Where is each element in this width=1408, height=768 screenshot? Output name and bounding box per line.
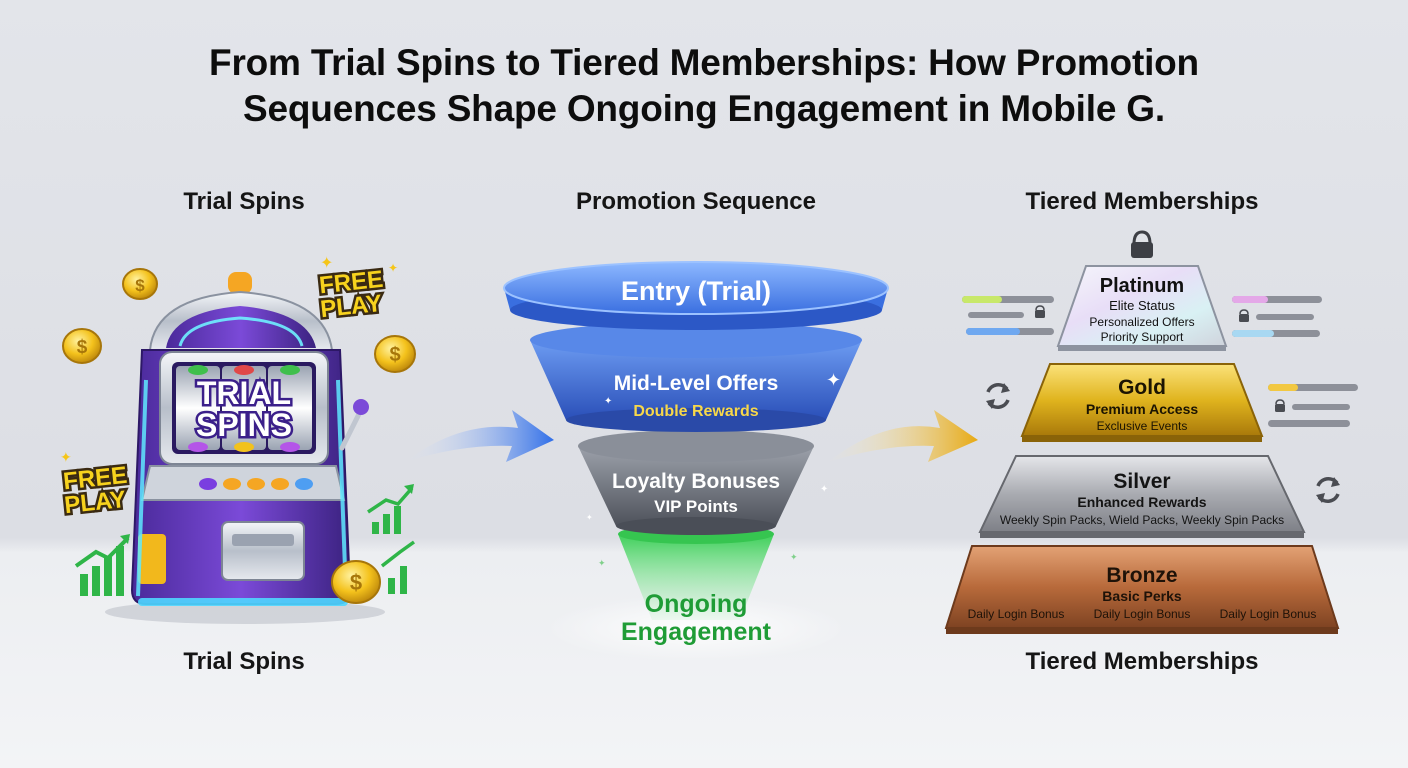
funnel-stage-mid-level xyxy=(530,340,862,420)
funnel-stage-2-sublabel: Double Rewards xyxy=(633,403,758,420)
funnel-stage-3-sublabel: VIP Points xyxy=(654,497,738,516)
svg-text:$: $ xyxy=(389,344,400,366)
coin-icon: $ xyxy=(62,328,102,364)
spin-button-3 xyxy=(247,478,265,490)
tier-silver: Silver Enhanced Rewards Weekly Spin Pack… xyxy=(978,455,1306,538)
spin-button-2 xyxy=(223,478,241,490)
tier-silver-line2: Weekly Spin Packs, Wield Packs, Weekly S… xyxy=(1000,513,1284,527)
promotion-sequence-label: Promotion Sequence xyxy=(575,188,817,215)
free-play-badge: FREE PLAY ✦ xyxy=(59,449,130,522)
svg-text:$: $ xyxy=(135,276,145,295)
svg-text:✦: ✦ xyxy=(604,396,612,407)
funnel-glow xyxy=(546,594,846,662)
svg-text:$: $ xyxy=(350,570,362,595)
svg-text:✦: ✦ xyxy=(388,261,398,275)
tier-bronze-perk-2: Daily Login Bonus xyxy=(1094,607,1191,621)
tier-bronze-line1: Basic Perks xyxy=(1102,588,1182,604)
refresh-icon xyxy=(1316,477,1340,503)
svg-text:✦: ✦ xyxy=(820,484,828,495)
free-play-badge-line2: PLAY xyxy=(319,290,383,323)
tier-gold-line2: Exclusive Events xyxy=(1097,419,1188,433)
svg-text:✦: ✦ xyxy=(826,370,841,390)
funnel-stage-3-label: Loyalty Bonuses xyxy=(612,470,780,493)
tier-platinum-line2: Personalized Offers xyxy=(1089,315,1194,329)
tier-platinum-line3: Priority Support xyxy=(1101,330,1184,344)
free-play-badge-left-line2: PLAY xyxy=(63,486,127,519)
tier-bronze: Bronze Basic Perks Daily Login Bonus Dai… xyxy=(944,545,1340,634)
funnel-stage-2-label: Mid-Level Offers xyxy=(614,372,779,395)
reel-text-spins: SPINS xyxy=(196,407,292,443)
trial-spins-label-bottom: Trial Spins xyxy=(183,648,305,675)
growth-chart-icon xyxy=(74,534,130,596)
tier-gold: Gold Premium Access Exclusive Events xyxy=(1020,363,1264,442)
tier-platinum-line1: Elite Status xyxy=(1109,298,1175,313)
tier-platinum: Platinum Elite Status Personalized Offer… xyxy=(1056,265,1228,351)
funnel-stage-entry xyxy=(503,261,889,315)
membership-pyramid: Bronze Basic Perks Daily Login Bonus Dai… xyxy=(944,230,1358,634)
spin-button-1 xyxy=(199,478,217,490)
tiered-memberships-label-top: Tiered Memberships xyxy=(1025,188,1259,215)
svg-text:$: $ xyxy=(77,337,88,358)
slot-machine-illustration: TRIAL SPINS $ $ $ xyxy=(59,255,416,624)
coin-icon: $ xyxy=(122,268,158,300)
funnel-stage-4-label: Ongoing xyxy=(645,590,748,618)
progress-bars-gold-icon xyxy=(1268,384,1358,427)
tier-silver-name: Silver xyxy=(1113,470,1170,493)
trial-spins-label-top: Trial Spins xyxy=(183,188,305,215)
lever xyxy=(339,409,363,451)
progress-bars-left-icon xyxy=(962,296,1054,335)
svg-text:✦: ✦ xyxy=(790,552,798,562)
svg-text:✦: ✦ xyxy=(320,255,333,272)
tier-gold-name: Gold xyxy=(1118,376,1166,399)
svg-text:✦: ✦ xyxy=(60,449,72,465)
promotion-funnel: ✦ ✦ ✦ ✦ ✦ ✦ Entry (Trial) Mid-Level Offe… xyxy=(503,261,889,662)
spin-button-5 xyxy=(295,478,313,490)
growth-chart-icon xyxy=(380,540,416,594)
lock-icon xyxy=(1131,230,1153,258)
tiered-memberships-label-bottom: Tiered Memberships xyxy=(1025,648,1259,675)
funnel-stage-engagement xyxy=(618,534,774,620)
bell-icon xyxy=(228,272,252,294)
funnel-stage-4-sublabel: Engagement xyxy=(621,618,772,646)
growth-chart-icon xyxy=(367,484,414,534)
funnel-stage-loyalty xyxy=(578,446,814,526)
reel-text-trial: TRIAL xyxy=(197,375,291,411)
tier-platinum-name: Platinum xyxy=(1100,275,1184,297)
funnel-stage-1-label: Entry (Trial) xyxy=(621,276,771,306)
arrow-right-icon xyxy=(828,410,978,462)
title-line-2: Sequences Shape Ongoing Engagement in Mo… xyxy=(243,88,1165,129)
coin-icon: $ xyxy=(331,560,381,604)
tier-bronze-name: Bronze xyxy=(1106,564,1177,587)
progress-bars-right-icon xyxy=(1232,296,1322,337)
tier-silver-line1: Enhanced Rewards xyxy=(1077,494,1206,510)
svg-text:✦: ✦ xyxy=(586,513,593,522)
tier-gold-line1: Premium Access xyxy=(1086,401,1199,417)
arrow-right-icon xyxy=(405,410,554,462)
coin-icon: $ xyxy=(374,335,416,373)
page-title: From Trial Spins to Tiered Memberships: … xyxy=(0,40,1408,132)
free-play-badge: FREE PLAY ✦ ✦ xyxy=(315,255,398,326)
tier-bronze-perk-3: Daily Login Bonus xyxy=(1220,607,1317,621)
refresh-icon xyxy=(986,383,1010,409)
tier-bronze-perk-1: Daily Login Bonus xyxy=(968,607,1065,621)
svg-text:✦: ✦ xyxy=(598,558,606,568)
spin-button-4 xyxy=(271,478,289,490)
title-line-1: From Trial Spins to Tiered Memberships: … xyxy=(209,42,1199,83)
